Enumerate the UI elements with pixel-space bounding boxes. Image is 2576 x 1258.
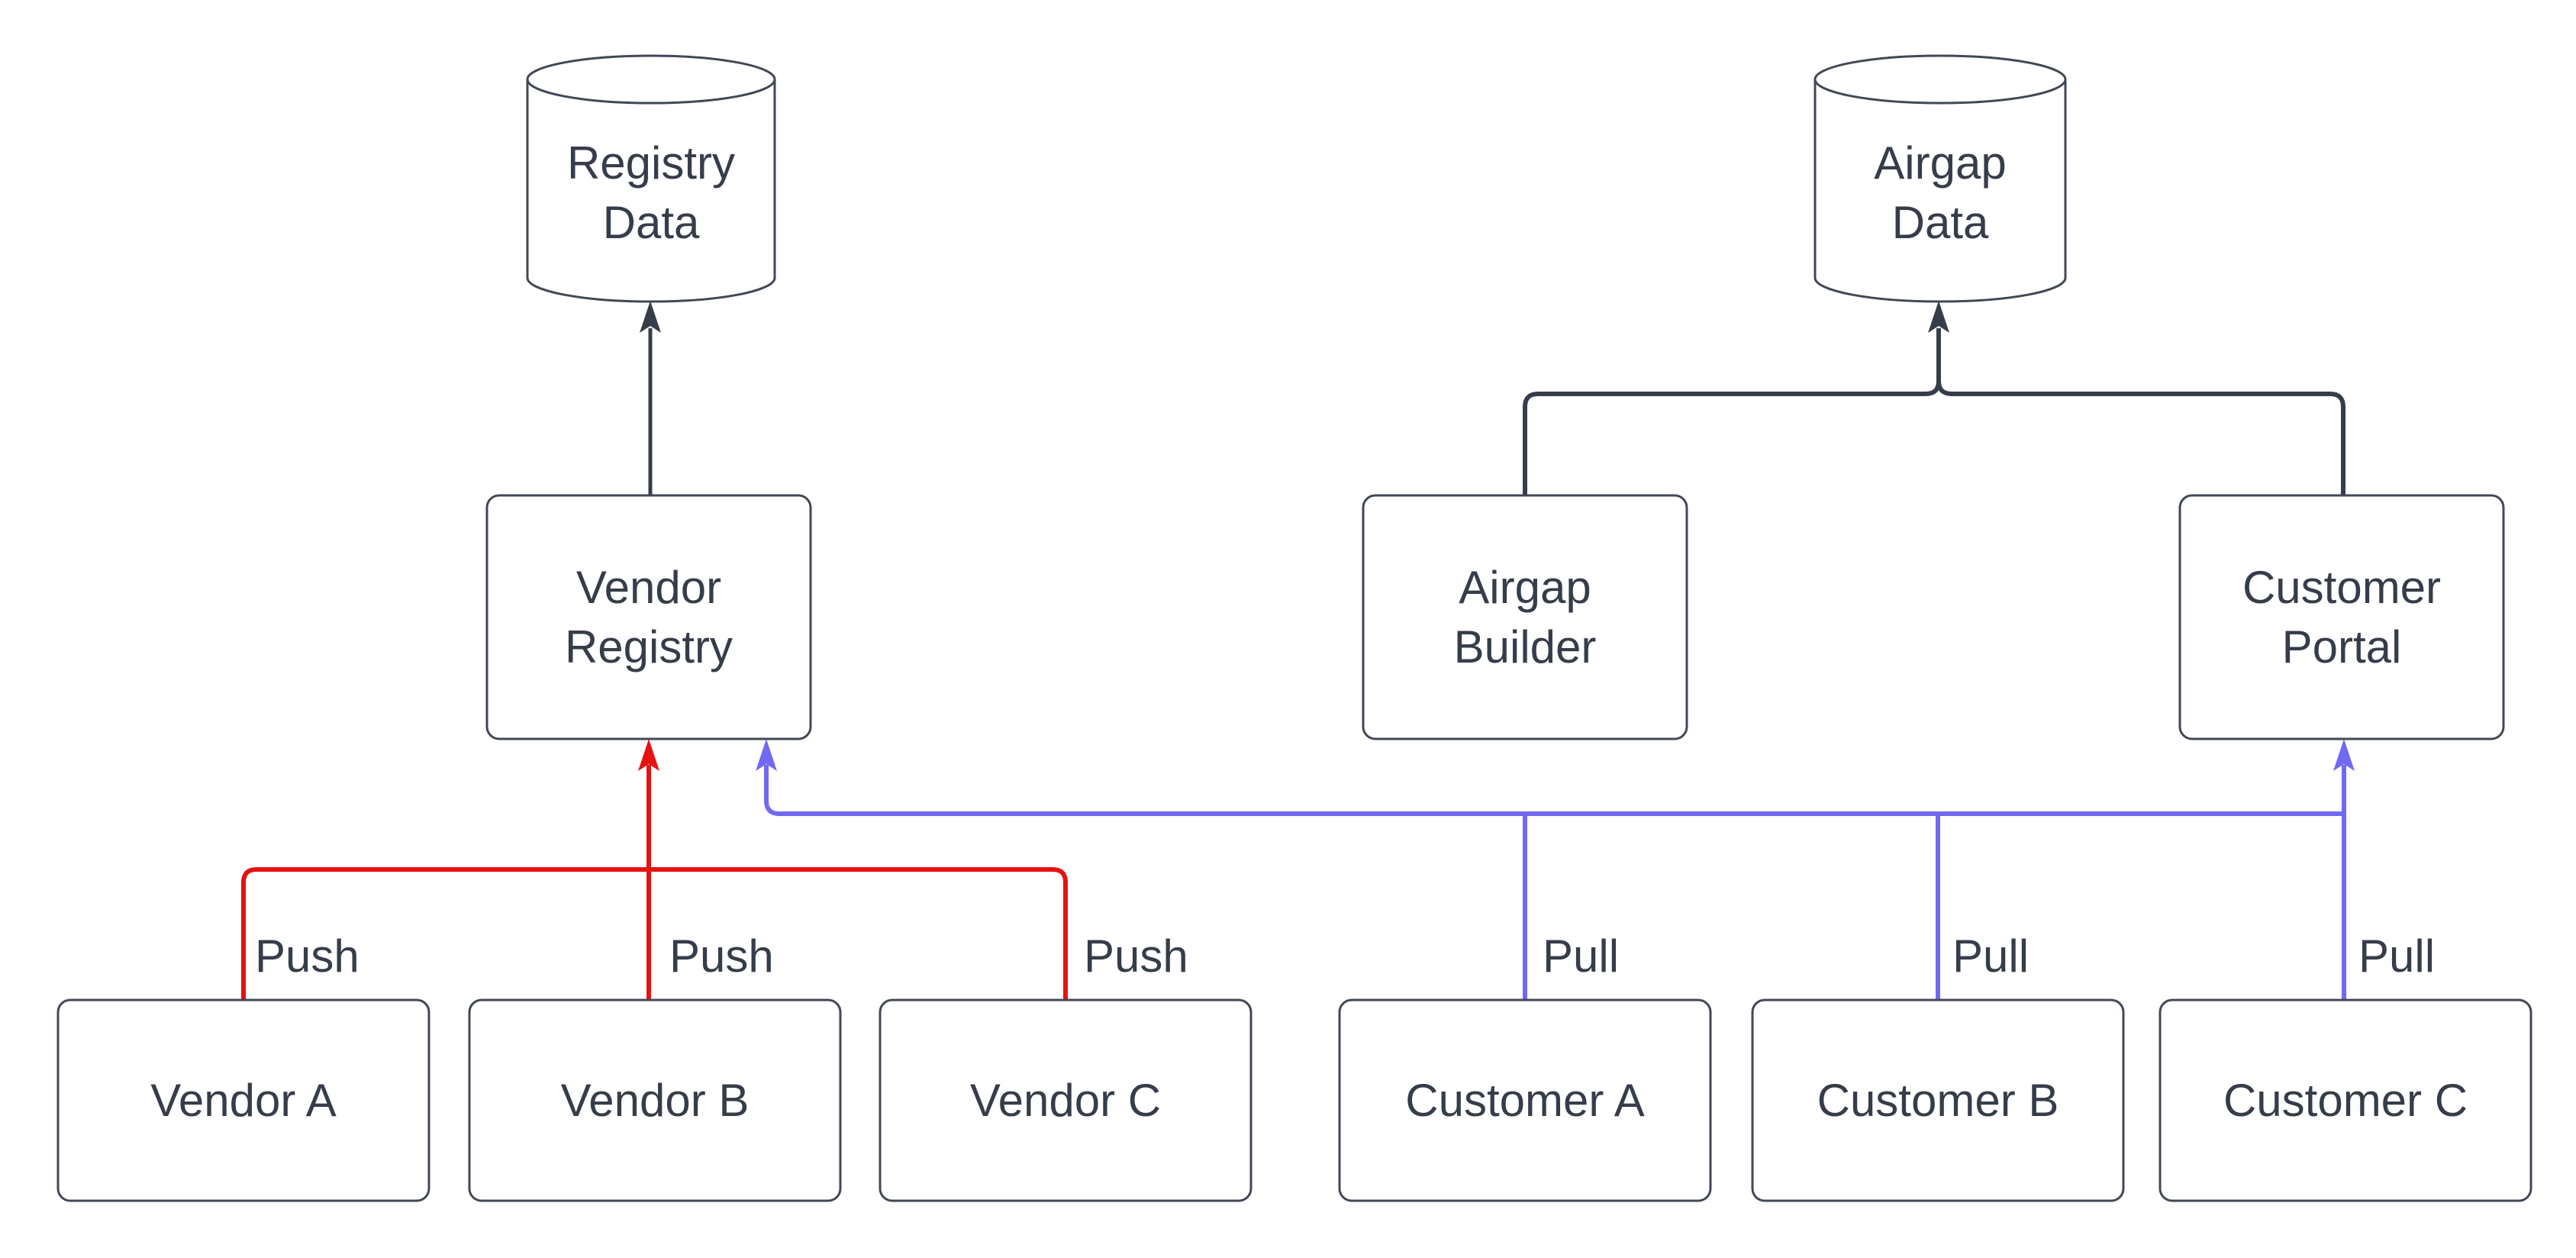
airgap-data-cylinder-body xyxy=(1814,54,2067,303)
customer-b-box xyxy=(1751,998,2125,1202)
edge-airgap-builder-and-customer-portal-to-airgap-data xyxy=(1523,301,2345,495)
push-arrowhead-up-icon xyxy=(638,739,659,771)
registry-data-cylinder-rim xyxy=(526,79,776,105)
vendor-a-box xyxy=(56,998,430,1202)
airgap-data-cylinder-rim xyxy=(1814,79,2067,105)
vendor-b-box xyxy=(468,998,842,1202)
pull-arrowhead-vendor-registry-icon xyxy=(756,739,777,771)
airgap-connector-right-line xyxy=(1936,328,2345,495)
registry-data-cylinder xyxy=(526,54,776,303)
customer-c-box xyxy=(2158,998,2532,1202)
airgap-arrowhead-up-icon xyxy=(1928,301,1949,333)
airgap-connector-left-line xyxy=(1523,328,1941,495)
registry-data-cylinder-body xyxy=(526,54,776,303)
edge-vendor-registry-to-registry-data xyxy=(640,301,661,495)
pull-arrowhead-customer-portal-icon xyxy=(2333,739,2355,771)
edge-customers-pull-from-vendor-registry xyxy=(756,739,2355,1000)
customer-a-box xyxy=(1338,998,1712,1202)
vendor-registry-box xyxy=(485,494,812,740)
vendor-c-box xyxy=(879,998,1253,1202)
customer-portal-box xyxy=(2178,494,2505,740)
push-trunk-line xyxy=(241,867,1068,1000)
pull-main-line xyxy=(764,765,2344,816)
registry-arrowhead-up-icon xyxy=(640,301,661,333)
airgap-data-cylinder xyxy=(1814,54,2067,303)
airgap-builder-box xyxy=(1362,494,1688,740)
edge-vendors-push-to-vendor-registry xyxy=(241,739,1068,1000)
